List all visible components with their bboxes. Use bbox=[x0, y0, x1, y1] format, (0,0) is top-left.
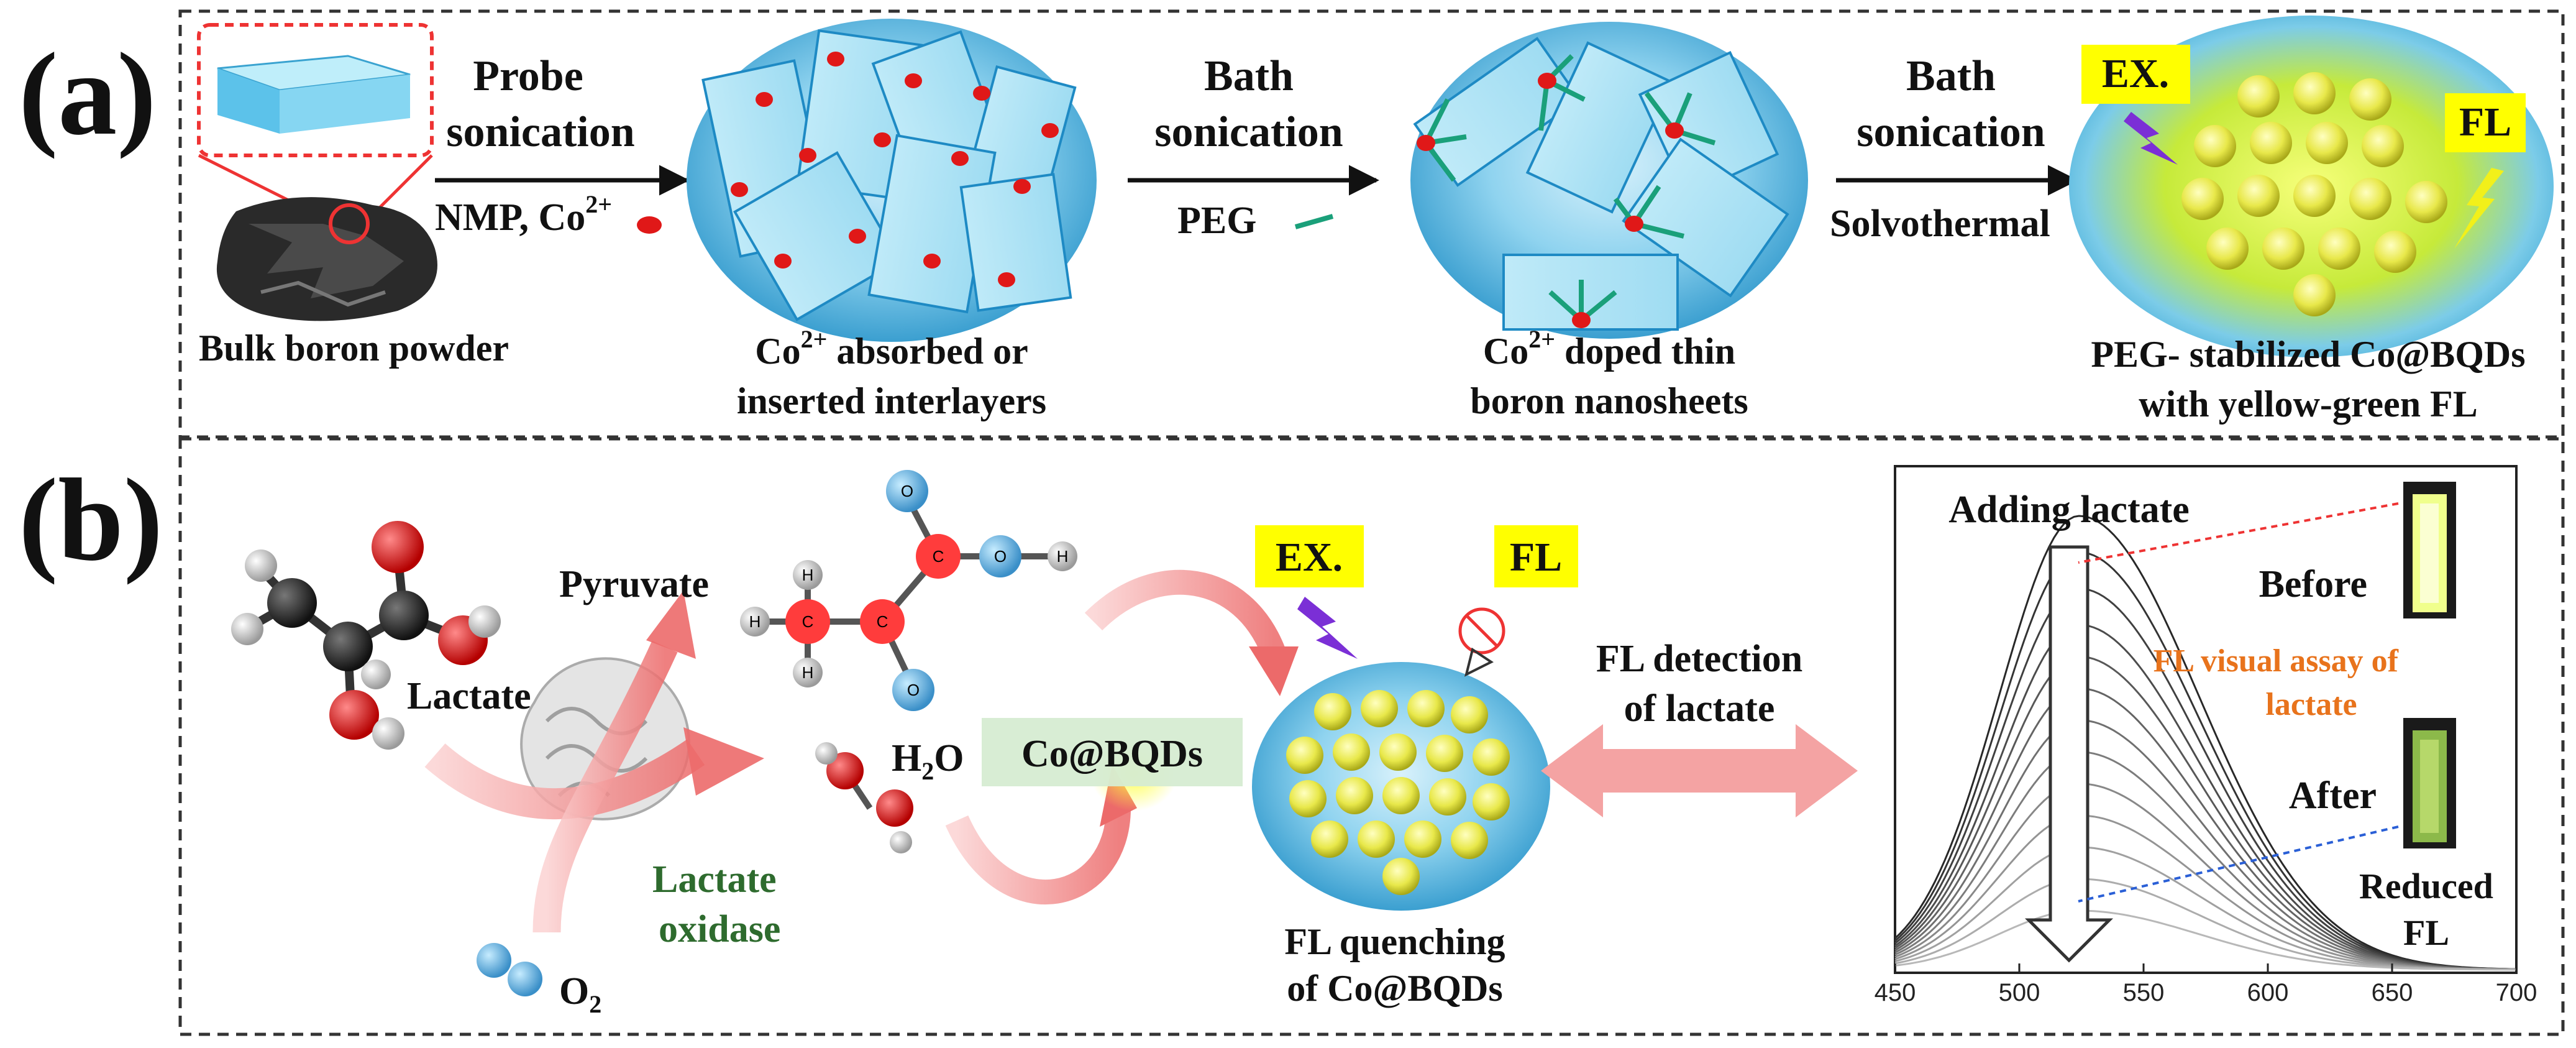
detection-double-arrow bbox=[1541, 724, 1858, 817]
pyruvate-molecule-icon bbox=[740, 470, 1077, 711]
cobalt-ion-icon bbox=[637, 216, 662, 234]
pyruvate-atom-labels: H H H H C C C O O O bbox=[749, 482, 1069, 699]
badge-ex-a-text: EX. bbox=[2102, 51, 2169, 96]
label-pyruvate: Pyruvate bbox=[559, 563, 709, 605]
badge-fl-b bbox=[1494, 525, 1578, 587]
x-tick-label: 700 bbox=[2496, 979, 2537, 1006]
svg-text:Probe: Probe bbox=[473, 52, 583, 100]
svg-text:O: O bbox=[907, 681, 920, 699]
svg-text:sonication: sonication bbox=[1154, 108, 1343, 156]
caption-bulk-boron: Bulk boron powder bbox=[199, 328, 509, 369]
label-visual-2: lactate bbox=[2265, 687, 2357, 722]
badge-ex-b bbox=[1255, 525, 1364, 587]
badge-ex-b-text: EX. bbox=[1276, 535, 1343, 580]
x-tick-label: 650 bbox=[2372, 979, 2413, 1006]
excitation-bolt-icon bbox=[2124, 112, 2178, 165]
caption-interlayers: Co2+ absorbed or bbox=[755, 325, 1028, 372]
chart-x-ticks: 450 500 550 600 650 700 bbox=[1875, 963, 2537, 1006]
x-tick-label: 550 bbox=[2123, 979, 2165, 1006]
caption-doped-2: boron nanosheets bbox=[1470, 380, 1748, 421]
badge-fl-a bbox=[2445, 93, 2526, 152]
emission-bolt-icon bbox=[2454, 168, 2504, 249]
oxygen-molecule-icon bbox=[477, 943, 542, 996]
svg-text:PEG: PEG bbox=[1177, 200, 1256, 242]
caption-detect-1: FL detection bbox=[1596, 638, 1802, 680]
caption-final-2: with yellow-green FL bbox=[2139, 384, 2477, 425]
svg-text:C: C bbox=[802, 612, 814, 631]
x-tick-label: 450 bbox=[1875, 979, 1916, 1006]
svg-text:H: H bbox=[802, 566, 814, 584]
spectrum-series-13 bbox=[1894, 909, 2516, 971]
doped-nanosheets-blob bbox=[1410, 22, 1808, 339]
svg-text:H: H bbox=[1057, 547, 1069, 566]
badge-ex-a bbox=[2081, 45, 2190, 104]
label-enzyme-2: oxidase bbox=[659, 908, 780, 950]
caption-interlayers-2: inserted interlayers bbox=[737, 380, 1046, 421]
cuvette-before bbox=[2403, 482, 2456, 618]
panel-a-frame bbox=[178, 9, 2565, 439]
quenched-qds-blob bbox=[1252, 662, 1550, 911]
caption-final-1: PEG- stabilized Co@BQDs bbox=[2091, 334, 2525, 375]
bulk-boron-illustration bbox=[197, 23, 437, 321]
svg-text:sonication: sonication bbox=[1857, 108, 2045, 156]
svg-text:Bath: Bath bbox=[1204, 52, 1294, 100]
label-before: Before bbox=[2259, 563, 2367, 605]
label-adding-lactate: Adding lactate bbox=[1948, 489, 2190, 531]
no-emission-icon bbox=[1458, 607, 1505, 677]
svg-text:C: C bbox=[877, 612, 888, 631]
h2o2-to-probe-arrow bbox=[945, 807, 1131, 905]
badge-fl-a-text: FL bbox=[2459, 99, 2511, 145]
label-visual-1: FL visual assay of bbox=[2154, 643, 2399, 679]
panel-b-label: (b) bbox=[19, 455, 163, 586]
peg-chain-icon bbox=[1294, 214, 1334, 229]
step3-annotation: Bath sonication Solvothermal bbox=[1830, 52, 2078, 245]
label-reduced-1: Reduced bbox=[2359, 866, 2493, 906]
label-h2o: H2O bbox=[892, 737, 964, 785]
x-tick-label: 600 bbox=[2247, 979, 2289, 1006]
label-enzyme-1: Lactate bbox=[652, 858, 777, 901]
reaction-arrow-main bbox=[424, 739, 705, 820]
badge-fl-b-text: FL bbox=[1510, 535, 1562, 580]
x-tick-label: 500 bbox=[1999, 979, 2040, 1006]
svg-text:O: O bbox=[901, 482, 913, 500]
svg-text:H: H bbox=[802, 663, 814, 682]
after-leader-line bbox=[2078, 825, 2399, 903]
cuvette-after bbox=[2403, 718, 2456, 848]
caption-quench-2: of Co@BQDs bbox=[1287, 968, 1503, 1009]
svg-text:O: O bbox=[994, 547, 1007, 566]
reaction-arrow-oxygen bbox=[532, 640, 678, 933]
svg-text:NMP, Co2+: NMP, Co2+ bbox=[435, 190, 612, 239]
intercalated-sheets-blob bbox=[687, 19, 1097, 342]
caption-detect-2: of lactate bbox=[1624, 687, 1775, 730]
chart-series-group bbox=[1894, 515, 2517, 971]
probe-box bbox=[982, 718, 1243, 786]
svg-text:Solvothermal: Solvothermal bbox=[1830, 203, 2050, 245]
label-lactate: Lactate bbox=[407, 675, 531, 717]
step2-annotation: Bath sonication PEG bbox=[1128, 52, 1379, 242]
step1-annotation: Probe sonication NMP, Co2+ bbox=[435, 52, 690, 239]
panel-a-label: (a) bbox=[19, 29, 157, 160]
excitation-bolt-b-icon bbox=[1297, 597, 1358, 659]
svg-text:C: C bbox=[933, 547, 944, 566]
label-reduced-2: FL bbox=[2403, 912, 2449, 953]
lactate-molecule-icon bbox=[231, 521, 501, 750]
label-o2: O2 bbox=[559, 970, 601, 1018]
caption-doped: Co2+ doped thin bbox=[1483, 325, 1735, 372]
label-after: After bbox=[2289, 775, 2377, 817]
svg-text:sonication: sonication bbox=[446, 108, 634, 156]
svg-text:H: H bbox=[749, 612, 761, 631]
panel-b-frame bbox=[178, 437, 2565, 1036]
before-leader-line bbox=[2078, 502, 2399, 564]
decrease-arrow bbox=[2024, 545, 2114, 963]
svg-text:Bath: Bath bbox=[1906, 52, 1996, 100]
caption-quench-1: FL quenching bbox=[1284, 921, 1505, 962]
probe-box-label: Co@BQDs bbox=[1021, 733, 1203, 775]
water-molecule-icon bbox=[815, 742, 913, 853]
